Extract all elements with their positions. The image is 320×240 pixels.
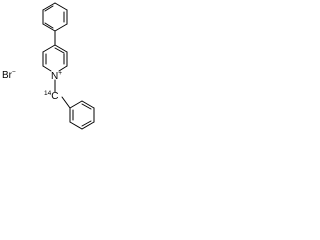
bond	[54, 44, 68, 53]
double-bond-inner	[81, 120, 92, 127]
carbon-14-label: 14C	[44, 90, 58, 102]
bond	[42, 23, 56, 32]
benzyl-phenyl-ring	[69, 100, 95, 130]
bond	[69, 121, 83, 130]
bond	[42, 2, 56, 11]
structure-diagram: Br− N+ 14C	[2, 2, 95, 130]
double-bond-inner	[54, 47, 65, 54]
bond	[81, 121, 95, 130]
bromide-ion-label: Br−	[2, 69, 16, 81]
bond	[54, 23, 68, 32]
double-bond-inner	[44, 5, 54, 12]
bond	[69, 100, 83, 109]
double-bond-inner	[81, 103, 92, 110]
bond	[81, 100, 95, 109]
pyridinium-nitrogen-label: N+	[51, 70, 62, 82]
bond	[42, 65, 52, 72]
bond	[42, 44, 56, 53]
bond	[58, 65, 68, 72]
double-bond-inner	[44, 22, 54, 29]
top-phenyl-ring	[42, 2, 68, 32]
pyridinium-ring	[42, 44, 68, 72]
ch2-phenyl-bond	[61, 96, 71, 109]
bond	[54, 2, 68, 11]
